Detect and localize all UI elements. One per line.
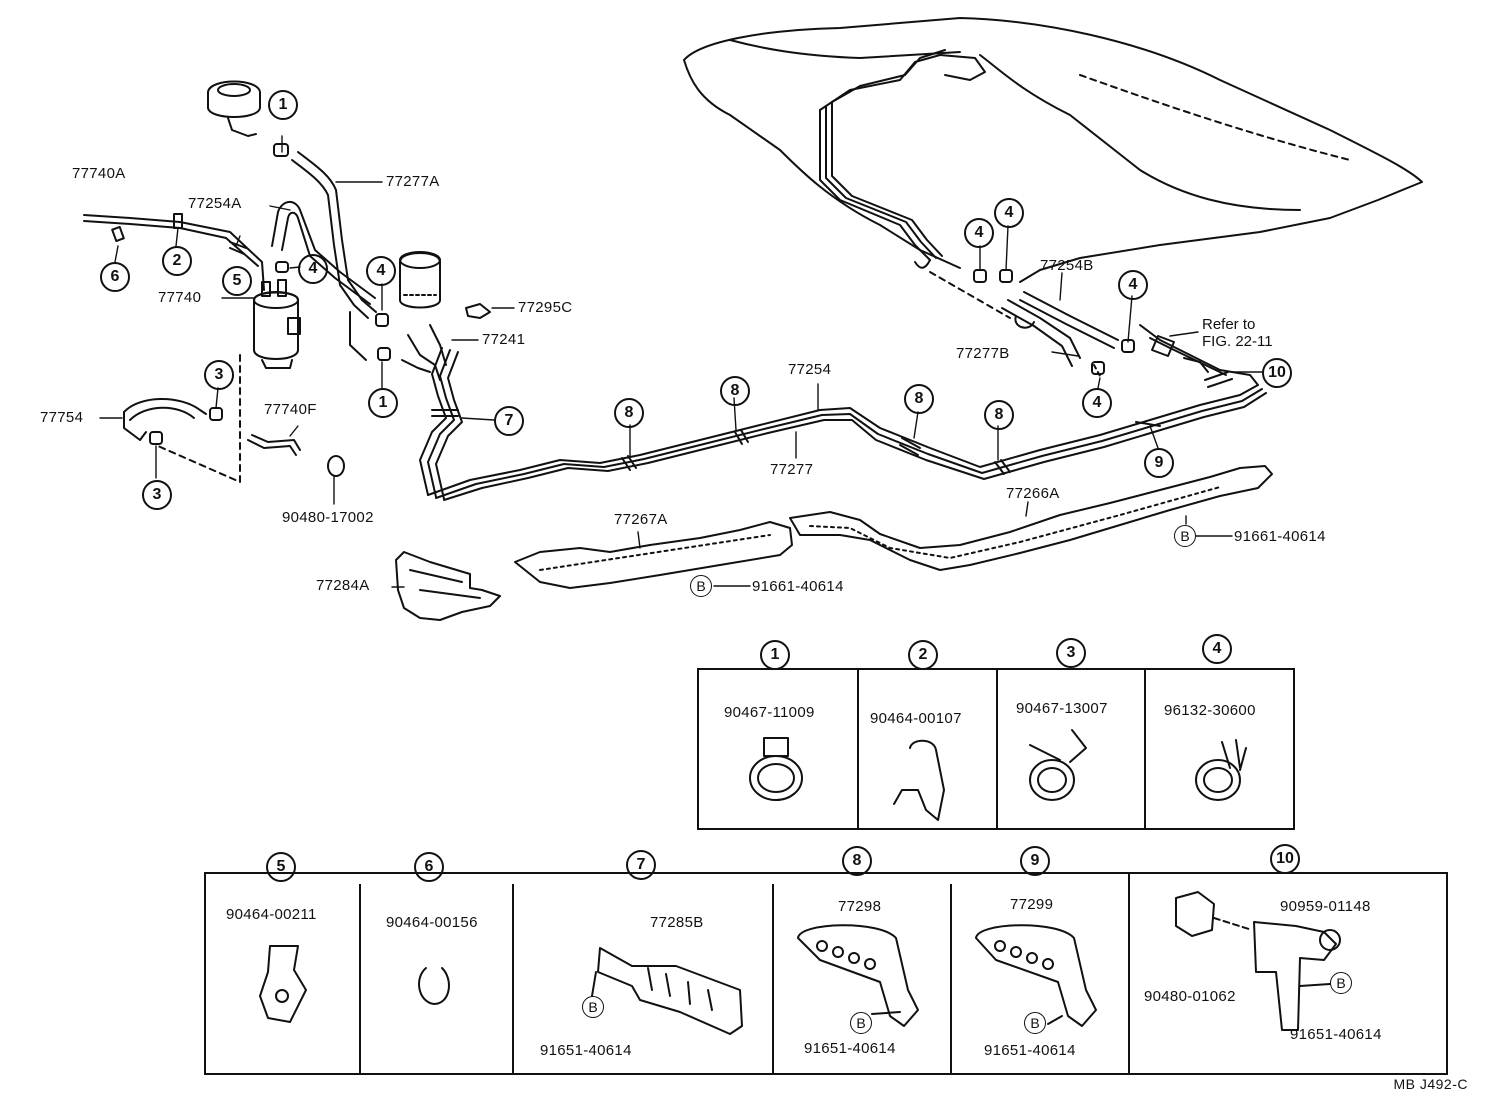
callout-2: 2: [162, 246, 192, 276]
legend-num-5: 5: [266, 852, 296, 882]
figure-code: MB J492-C: [1393, 1076, 1468, 1092]
legend-code-6: 90464-00156: [386, 914, 478, 931]
label-91661-40614-a: 91661-40614: [752, 578, 844, 595]
legend-num-10: 10: [1270, 844, 1300, 874]
callout-6: 6: [100, 262, 130, 292]
callout-4-c: 4: [964, 218, 994, 248]
legend-bolt-code-8: 91651-40614: [804, 1040, 896, 1057]
label-77277A: 77277A: [386, 173, 440, 190]
callout-10: 10: [1262, 358, 1292, 388]
legend-num-3: 3: [1056, 638, 1086, 668]
legend-code-8: 77298: [838, 898, 882, 915]
label-77254A: 77254A: [188, 195, 242, 212]
callout-8-a: 8: [614, 398, 644, 428]
label-77277: 77277: [770, 461, 814, 478]
callout-7: 7: [494, 406, 524, 436]
refer-to-note: Refer to FIG. 22-11: [1202, 316, 1273, 350]
label-77295C: 77295C: [518, 299, 573, 316]
legend-bolt-7: B: [582, 996, 604, 1018]
label-77754: 77754: [40, 409, 84, 426]
bolt-marker-a: B: [690, 575, 712, 597]
fuel-tank-outline: [683, 17, 1423, 283]
legend-divider: [857, 670, 859, 828]
legend-num-9: 9: [1020, 846, 1050, 876]
line-clamps: [431, 371, 1233, 475]
mounting-brackets: [514, 465, 1273, 589]
label-77267A: 77267A: [614, 511, 668, 528]
callout-1-a: 1: [268, 90, 298, 120]
legend-num-6: 6: [414, 852, 444, 882]
legend-clip-drawings: [259, 729, 1341, 1035]
callout-8-c: 8: [904, 384, 934, 414]
legend-divider: [950, 884, 952, 1073]
callout-4-e: 4: [1118, 270, 1148, 300]
label-77241: 77241: [482, 331, 526, 348]
bolt-marker-b: B: [1174, 525, 1196, 547]
refer-to-line1: Refer to: [1202, 316, 1256, 333]
label-90480-17002: 90480-17002: [282, 509, 374, 526]
legend-divider: [1128, 874, 1130, 1073]
legend-num-8: 8: [842, 846, 872, 876]
legend-code-3: 90467-13007: [1016, 700, 1108, 717]
legend-num-4: 4: [1202, 634, 1232, 664]
label-77740: 77740: [158, 289, 202, 306]
callout-4-f: 4: [1082, 388, 1112, 418]
callout-3-b: 3: [142, 480, 172, 510]
legend-bolt-10: B: [1330, 972, 1352, 994]
legend-divider: [359, 884, 361, 1073]
callout-3-a: 3: [204, 360, 234, 390]
legend-bolt-code-10: 91651-40614: [1290, 1026, 1382, 1043]
callout-8-b: 8: [720, 376, 750, 406]
leader-lines: [99, 135, 1263, 588]
tank-lines: [819, 49, 986, 269]
legend-bolt-9: B: [1024, 1012, 1046, 1034]
label-77277B: 77277B: [956, 345, 1010, 362]
callout-9: 9: [1144, 448, 1174, 478]
legend-code-10: 90959-01148: [1280, 898, 1371, 915]
label-77740A: 77740A: [72, 165, 126, 182]
legend-bolt-code-9: 91651-40614: [984, 1042, 1076, 1059]
small-clips: [149, 143, 1135, 445]
legend-bolt-code-7: 91651-40614: [540, 1042, 632, 1059]
legend-top-panel: [697, 668, 1295, 830]
legend-num-7: 7: [626, 850, 656, 880]
callout-4-d: 4: [994, 198, 1024, 228]
label-77254: 77254: [788, 361, 832, 378]
legend-code-7: 77285B: [650, 914, 704, 931]
legend-code-2: 90464-00107: [870, 710, 962, 727]
legend-num-1: 1: [760, 640, 790, 670]
legend-code-4: 96132-30600: [1164, 702, 1256, 719]
label-77740F: 77740F: [264, 401, 317, 418]
legend-code-10b: 90480-01062: [1144, 988, 1236, 1005]
callout-4-b: 4: [366, 256, 396, 286]
right-hoses: [929, 271, 1209, 377]
legend-code-5: 90464-00211: [226, 906, 317, 923]
legend-code-1: 90467-11009: [724, 704, 815, 721]
main-fuel-lines: [401, 324, 1267, 501]
label-77254B: 77254B: [1040, 257, 1094, 274]
legend-code-9: 77299: [1010, 896, 1054, 913]
callout-4-a: 4: [298, 254, 328, 284]
left-components: [83, 80, 501, 621]
legend-divider: [996, 670, 998, 828]
legend-bolt-8: B: [850, 1012, 872, 1034]
label-91661-40614-b: 91661-40614: [1234, 528, 1326, 545]
legend-divider: [1144, 670, 1146, 828]
legend-num-2: 2: [908, 640, 938, 670]
refer-to-line2: FIG. 22-11: [1202, 333, 1273, 350]
legend-bottom-panel: [204, 872, 1448, 1075]
callout-8-d: 8: [984, 400, 1014, 430]
callout-1-b: 1: [368, 388, 398, 418]
label-77284A: 77284A: [316, 577, 370, 594]
legend-divider: [772, 884, 774, 1073]
callout-5: 5: [222, 266, 252, 296]
label-77266A: 77266A: [1006, 485, 1060, 502]
legend-divider: [512, 884, 514, 1073]
